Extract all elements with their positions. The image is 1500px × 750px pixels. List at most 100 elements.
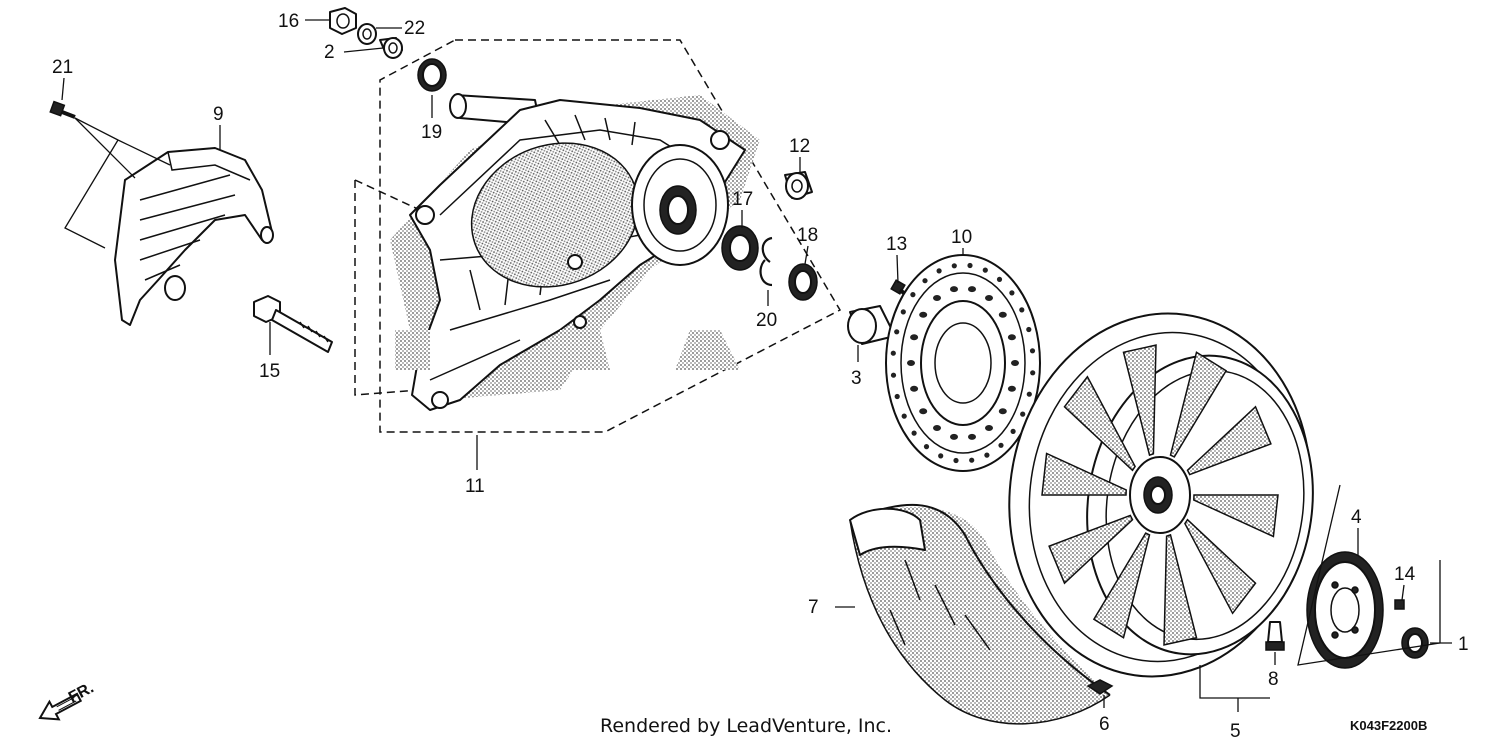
callout-7[interactable]: 7 xyxy=(808,597,819,618)
callout-13[interactable]: 13 xyxy=(886,234,907,255)
callout-1[interactable]: 1 xyxy=(1458,634,1469,655)
disc-vent-hole xyxy=(938,453,944,459)
seal-18-illustration xyxy=(788,263,818,301)
sprocket-bolt-illustration xyxy=(1394,599,1405,610)
callout-4[interactable]: 4 xyxy=(1351,507,1362,528)
disc-vent-hole xyxy=(998,442,1004,448)
disc-vent-hole xyxy=(969,457,975,463)
balance-weight-illustration xyxy=(1086,679,1114,695)
callout-labels: 1 2 3 4 5 6 7 8 9 10 11 12 13 14 15 16 1… xyxy=(52,11,1469,742)
disc-vent-hole xyxy=(1026,391,1032,397)
callout-8[interactable]: 8 xyxy=(1268,669,1279,690)
disc-vent-hole xyxy=(1019,307,1025,313)
callout-20[interactable]: 20 xyxy=(756,310,777,331)
disc-vent-hole xyxy=(919,311,928,318)
disc-vent-hole xyxy=(985,295,993,301)
disc-vent-hole xyxy=(1029,348,1036,354)
disc-vent-hole xyxy=(890,372,897,378)
callout-6[interactable]: 6 xyxy=(1099,714,1110,735)
disc-vent-hole xyxy=(1020,411,1026,417)
disc-vent-hole xyxy=(953,457,959,464)
tire-illustration xyxy=(849,503,1111,725)
disc-vent-hole xyxy=(894,393,900,400)
callout-9[interactable]: 9 xyxy=(213,104,224,125)
callout-16[interactable]: 16 xyxy=(278,11,299,32)
wheel-spoke xyxy=(1186,405,1272,476)
disc-vent-hole xyxy=(1026,326,1032,333)
disc-vent-hole xyxy=(967,262,973,269)
callout-3[interactable]: 3 xyxy=(851,368,862,389)
sprocket-illustration xyxy=(1306,551,1384,669)
callout-2[interactable]: 2 xyxy=(324,42,335,63)
disc-vent-hole xyxy=(907,360,915,366)
disc-vent-hole xyxy=(910,385,919,392)
disc-vent-hole xyxy=(933,425,941,431)
front-arrow-icon xyxy=(38,692,83,721)
bearing-illustration xyxy=(721,225,759,271)
disc-vent-hole xyxy=(936,268,942,274)
disc-vent-hole xyxy=(894,329,900,335)
callout-12[interactable]: 12 xyxy=(789,136,810,157)
disc-vent-hole xyxy=(1011,360,1019,366)
disc-vent-hole xyxy=(911,430,917,436)
pivot-bolt-illustration xyxy=(253,295,333,353)
callout-21[interactable]: 21 xyxy=(52,57,73,78)
valve-illustration xyxy=(1265,621,1285,651)
callout-17[interactable]: 17 xyxy=(732,189,753,210)
render-credit: Rendered by LeadVenture, Inc. xyxy=(600,715,892,737)
disc-vent-hole xyxy=(982,267,988,273)
disc-vent-hole xyxy=(950,433,958,440)
brake-disc-illustration xyxy=(885,254,1041,472)
collar-12-illustration xyxy=(784,171,813,200)
disc-vent-hole xyxy=(950,286,958,293)
disc-vent-hole xyxy=(919,408,928,415)
disc-vent-hole xyxy=(985,425,993,431)
disc-vent-hole xyxy=(1030,370,1036,376)
wheel-spoke xyxy=(1193,494,1279,538)
callout-11[interactable]: 11 xyxy=(465,476,485,497)
circlip-illustration xyxy=(759,236,773,287)
wheel-spoke xyxy=(1184,518,1257,615)
disc-vent-hole xyxy=(922,278,928,284)
wheel-seal-illustration xyxy=(1401,627,1429,659)
disc-vent-hole xyxy=(968,433,976,440)
disc-vent-hole xyxy=(910,292,916,298)
disc-vent-hole xyxy=(910,334,919,341)
disc-vent-hole xyxy=(1007,334,1016,341)
nut-washer-collar-illustration xyxy=(329,7,403,59)
rear-wheel-illustration xyxy=(1008,312,1314,678)
screw-21-illustration xyxy=(49,100,76,119)
disc-vent-hole xyxy=(901,413,907,419)
swingarm-illustration xyxy=(390,93,760,411)
callout-15[interactable]: 15 xyxy=(259,361,280,382)
callout-22[interactable]: 22 xyxy=(404,18,425,39)
disc-vent-hole xyxy=(1007,385,1016,392)
wheel-spoke xyxy=(1063,375,1136,472)
wheel-spoke xyxy=(1048,514,1134,585)
callout-19[interactable]: 19 xyxy=(421,122,442,143)
disc-vent-hole xyxy=(923,444,930,450)
callout-14[interactable]: 14 xyxy=(1394,564,1416,585)
swingarm-group-outline xyxy=(354,39,842,433)
disc-vent-hole xyxy=(998,408,1007,415)
disc-vent-hole xyxy=(900,309,906,315)
disc-vent-hole xyxy=(951,263,957,269)
disc-vent-hole xyxy=(933,295,941,301)
disc-vent-hole xyxy=(996,276,1003,282)
front-direction-marker: FR. xyxy=(38,679,97,721)
wheel-spoke xyxy=(1122,344,1157,457)
callout-5[interactable]: 5 xyxy=(1230,721,1241,742)
disc-vent-hole xyxy=(998,311,1007,318)
wheel-spoke xyxy=(1092,532,1151,639)
disc-vent-hole xyxy=(1010,428,1016,434)
diagram-code: K043F2200B xyxy=(1350,718,1427,733)
wheel-spoke xyxy=(1163,533,1198,646)
spacer-illustration xyxy=(847,305,896,345)
callout-18[interactable]: 18 xyxy=(797,225,818,246)
leader-lines xyxy=(61,19,1452,712)
disc-vent-hole xyxy=(890,350,896,356)
callout-10[interactable]: 10 xyxy=(951,227,972,248)
disc-vent-hole xyxy=(1009,290,1015,296)
oil-seal-illustration xyxy=(417,58,447,92)
